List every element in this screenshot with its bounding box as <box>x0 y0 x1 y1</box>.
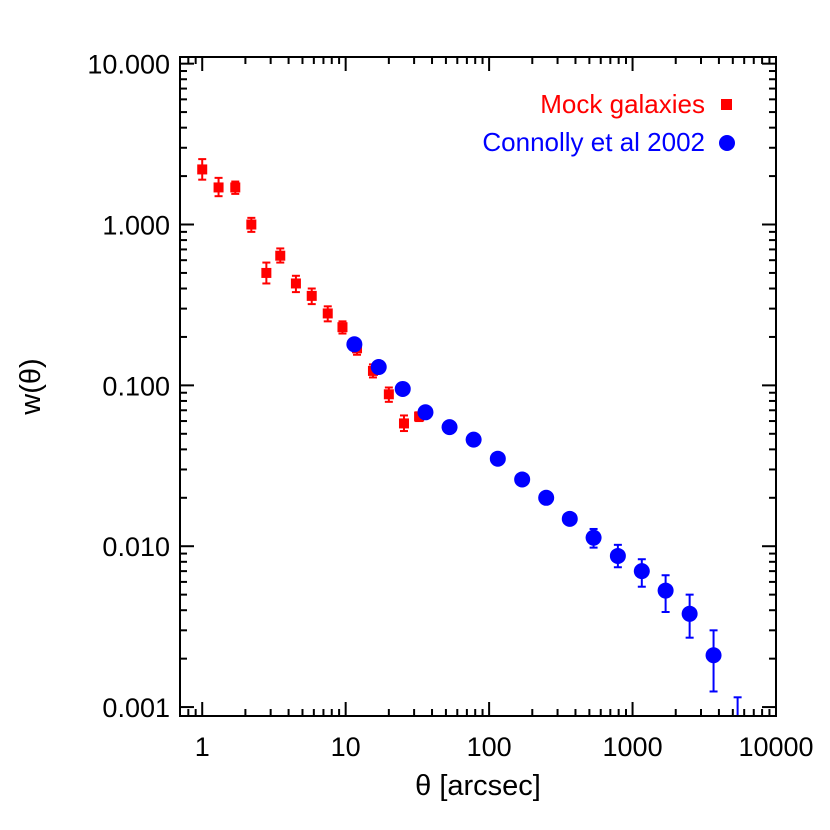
y-tick-label: 10.000 <box>87 50 170 80</box>
point-connolly <box>346 336 363 353</box>
point-mock-galaxies <box>197 164 208 175</box>
point-connolly <box>561 510 578 527</box>
point-connolly <box>609 547 626 564</box>
point-mock-galaxies <box>290 278 301 289</box>
point-mock-galaxies <box>230 182 241 193</box>
point-connolly <box>538 489 555 506</box>
point-connolly <box>633 563 650 580</box>
legend-marker-square <box>721 99 732 110</box>
legend: Mock galaxies Connolly et al 2002 <box>482 89 735 157</box>
point-connolly <box>585 529 602 546</box>
x-tick-label: 10 <box>331 732 361 762</box>
point-connolly <box>681 605 698 622</box>
point-connolly <box>705 647 722 664</box>
point-mock-galaxies <box>383 389 394 400</box>
point-connolly <box>514 471 531 488</box>
point-connolly <box>657 582 674 599</box>
x-axis-label: θ [arcsec] <box>415 770 541 802</box>
point-mock-galaxies <box>261 267 272 278</box>
point-mock-galaxies <box>322 308 333 319</box>
point-mock-galaxies <box>337 322 348 333</box>
point-connolly <box>394 380 411 397</box>
point-connolly <box>465 431 482 448</box>
x-tick-label: 1 <box>195 732 210 762</box>
tick-labels: 1 10 100 1000 10000 0.001 0.010 0.100 1.000 10.00… <box>87 50 813 762</box>
y-tick-label: 0.001 <box>102 693 170 723</box>
x-tick-label: 100 <box>467 732 512 762</box>
y-tick-label: 0.100 <box>102 371 170 401</box>
x-tick-label: 10000 <box>738 732 813 762</box>
plot-frame <box>179 56 777 717</box>
legend-marker-circle <box>719 135 735 151</box>
legend-label-connolly: Connolly et al 2002 <box>482 127 705 157</box>
y-tick-label: 1.000 <box>102 211 170 241</box>
y-tick-label: 0.010 <box>102 532 170 562</box>
point-mock-galaxies <box>213 182 224 193</box>
point-mock-galaxies <box>275 250 286 261</box>
point-connolly <box>370 359 387 376</box>
y-axis-label: w(θ) <box>15 358 47 415</box>
point-connolly <box>417 404 434 421</box>
point-mock-galaxies <box>398 418 409 429</box>
x-tick-label: 1000 <box>603 732 663 762</box>
data-markers <box>197 164 722 664</box>
point-connolly <box>441 419 458 436</box>
legend-label-mock-galaxies: Mock galaxies <box>540 89 705 119</box>
point-mock-galaxies <box>246 219 257 230</box>
point-mock-galaxies <box>306 290 317 301</box>
point-connolly <box>489 450 506 467</box>
